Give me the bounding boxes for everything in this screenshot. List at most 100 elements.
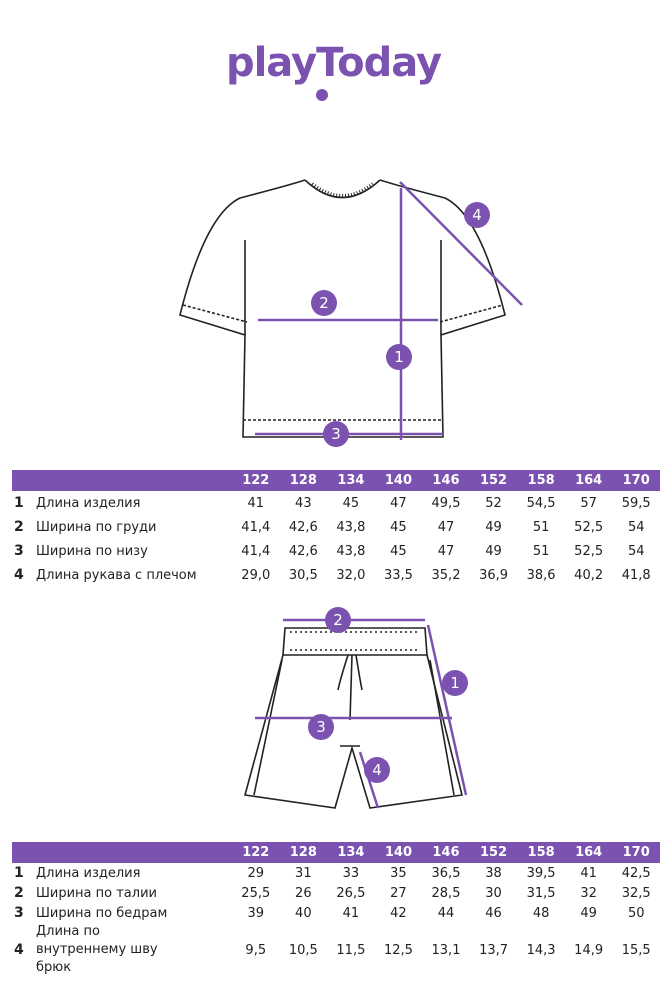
table-cell: 52,5 — [574, 519, 604, 535]
table-cell: 36,9 — [479, 567, 509, 583]
row-number: 2 — [14, 885, 24, 901]
table-cell: 49 — [485, 519, 502, 535]
size-header: 122 — [242, 473, 270, 488]
size-header: 152 — [479, 473, 508, 488]
measurement-name: Ширина по талии — [36, 885, 157, 901]
table-cell: 42,6 — [288, 519, 318, 535]
table-cell: 31 — [295, 865, 312, 881]
svg-text:1: 1 — [450, 674, 460, 692]
table-cell: 45 — [342, 495, 360, 511]
table-cell: 49 — [485, 543, 502, 559]
table-cell: 41 — [342, 905, 360, 921]
table-cell: 41,4 — [241, 519, 271, 535]
table-cell: 49,5 — [431, 495, 461, 511]
svg-text:2: 2 — [333, 611, 343, 629]
table-cell: 47 — [390, 495, 407, 511]
svg-text:3: 3 — [316, 718, 326, 736]
size-header: 128 — [289, 845, 317, 860]
table-cell: 28,5 — [431, 885, 461, 901]
size-header: 164 — [575, 473, 603, 488]
size-header: 140 — [384, 473, 412, 488]
measurement-name: Длина рукава с плечом — [36, 567, 197, 583]
svg-text:1: 1 — [394, 348, 404, 366]
size-header: 128 — [289, 473, 317, 488]
table-cell: 32 — [580, 885, 597, 901]
size-header: 158 — [527, 845, 555, 860]
table-cell: 13,1 — [431, 942, 461, 958]
row-number: 2 — [14, 519, 24, 535]
table-cell: 59,5 — [621, 495, 651, 511]
row-number: 4 — [14, 942, 24, 958]
size-header: 146 — [432, 845, 460, 860]
table-header: 122 128 134 140 146 152 158 164 170 — [12, 842, 660, 863]
size-header: 134 — [337, 473, 365, 488]
table-cell: 40,2 — [574, 567, 604, 583]
size-header: 170 — [622, 473, 650, 488]
table-cell: 43,8 — [336, 543, 366, 559]
table-cell: 26,5 — [336, 885, 366, 901]
table-cell: 14,3 — [526, 942, 556, 958]
table-cell: 54,5 — [526, 495, 556, 511]
table-cell: 54 — [627, 543, 645, 559]
table-cell: 25,5 — [241, 885, 271, 901]
marker-4 — [464, 202, 490, 228]
table-cell: 45 — [390, 519, 407, 535]
table-cell: 26 — [295, 885, 312, 901]
svg-text:3: 3 — [331, 425, 341, 443]
table-cell: 41 — [580, 865, 597, 881]
table-cell: 39 — [247, 905, 265, 921]
table-cell: 41 — [247, 495, 265, 511]
table-cell: 30,5 — [288, 567, 318, 583]
table-header: 122 128 134 140 146 152 158 164 170 — [12, 470, 660, 491]
svg-text:4: 4 — [472, 206, 482, 224]
marker-4 — [364, 757, 390, 783]
table-cell: 49 — [580, 905, 597, 921]
measurement-name: Длина по внутреннему шву брюк — [36, 924, 158, 975]
table-cell: 27 — [390, 885, 407, 901]
marker-1 — [386, 344, 412, 370]
size-header: 122 — [242, 845, 270, 860]
table-cell: 32,5 — [621, 885, 651, 901]
table-cell: 39,5 — [526, 865, 556, 881]
row-label: 2 Ширина по талии — [12, 885, 232, 901]
table-cell: 36,5 — [431, 865, 461, 881]
table-cell: 32,0 — [336, 567, 366, 583]
row-number: 4 — [14, 567, 24, 583]
table-cell: 42,5 — [621, 865, 651, 881]
table-cell: 57 — [580, 495, 597, 511]
table-cell: 41,4 — [241, 543, 271, 559]
logo-dot — [316, 89, 328, 101]
table-cell: 38,6 — [526, 567, 556, 583]
table-cell: 43,8 — [336, 519, 366, 535]
table-cell: 38 — [485, 865, 502, 881]
table-cell: 35 — [390, 865, 407, 881]
marker-1 — [442, 670, 468, 696]
measurement-name: Ширина по бедрам — [36, 905, 168, 921]
table-cell: 50 — [627, 905, 645, 921]
table-cell: 47 — [437, 543, 455, 559]
marker-2 — [325, 607, 351, 633]
size-header: 164 — [575, 845, 603, 860]
size-header: 134 — [337, 845, 365, 860]
row-number: 1 — [14, 865, 24, 881]
size-header: 158 — [527, 473, 555, 488]
table-cell: 48 — [532, 905, 550, 921]
table-cell: 12,5 — [383, 942, 413, 958]
row-number: 3 — [14, 543, 24, 559]
table-cell: 42,6 — [288, 543, 318, 559]
row-number: 1 — [14, 495, 24, 511]
table-cell: 45 — [390, 543, 407, 559]
table-cell: 11,5 — [336, 942, 366, 958]
table-cell: 46 — [485, 905, 502, 921]
